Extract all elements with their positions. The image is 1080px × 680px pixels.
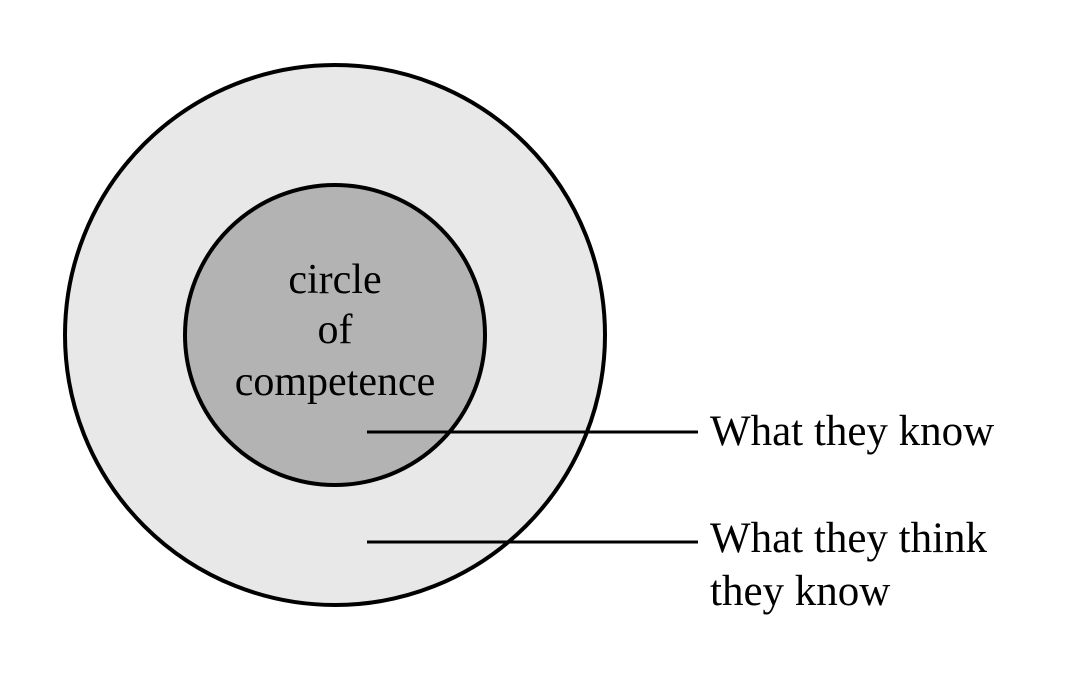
inner-label-line-1: circle <box>288 257 381 303</box>
label-what-they-think-line-1: What they think <box>710 515 988 562</box>
inner-label-line-3: competence <box>235 359 436 405</box>
label-what-they-know: What they know <box>710 408 994 455</box>
inner-label-line-2: of <box>318 307 353 353</box>
inner-circle <box>183 183 487 487</box>
label-what-they-think-line-2: they know <box>710 568 890 615</box>
